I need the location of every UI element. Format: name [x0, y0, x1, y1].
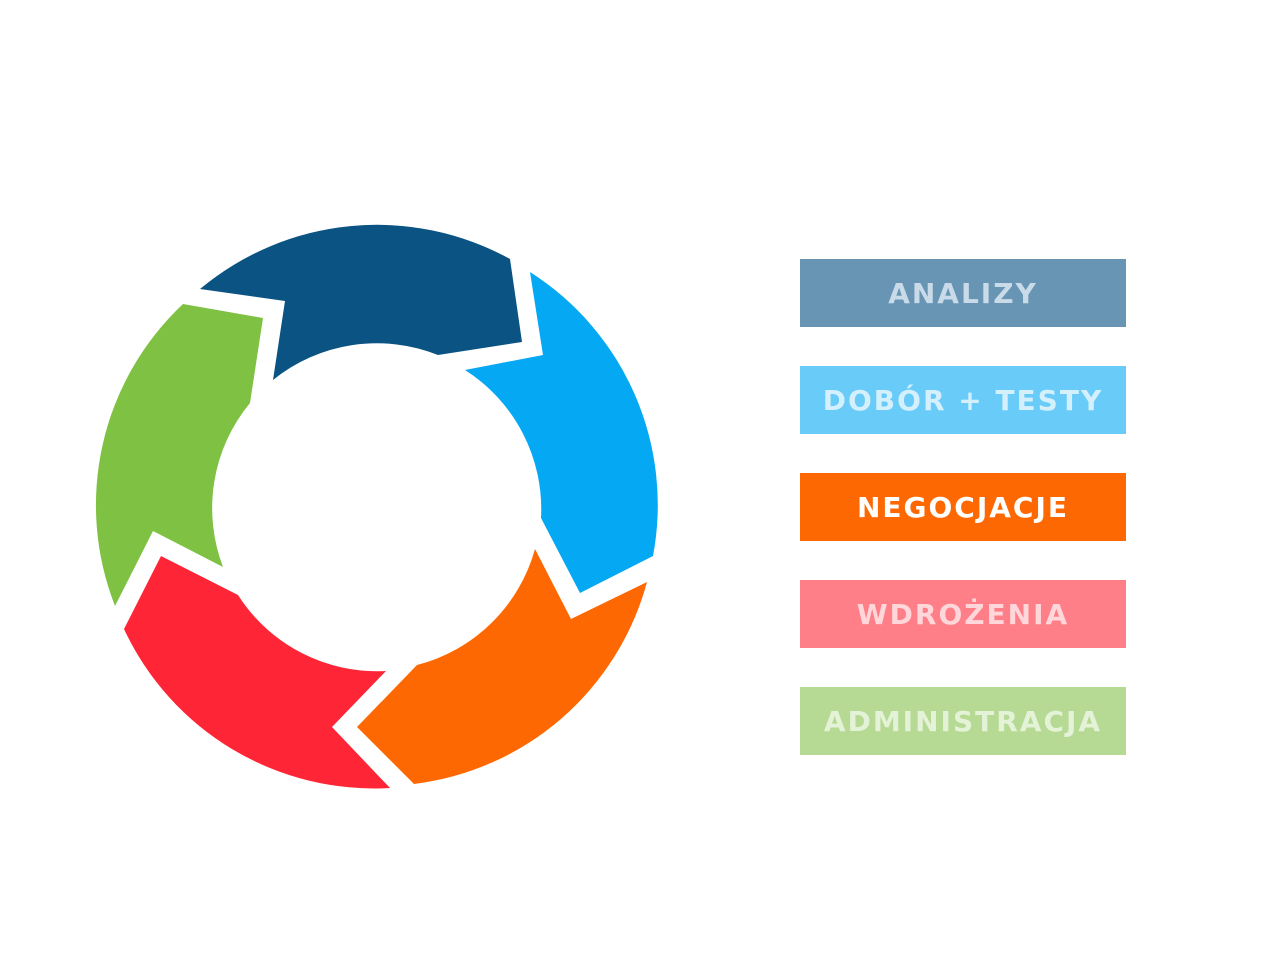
cycle-arrow-dobor-testy: [465, 272, 658, 593]
step-wdrozenia-label: WDROŻENIA: [856, 597, 1070, 631]
step-wdrozenia-box: WDROŻENIA: [800, 580, 1126, 648]
step-analizy-box: ANALIZY: [800, 259, 1126, 327]
cycle-arrow-negocjacje: [357, 549, 647, 784]
step-negocjacje-box: NEGOCJACJE: [800, 473, 1126, 541]
step-administracja-box: ADMINISTRACJA: [800, 687, 1126, 755]
cycle-arrow-administracja: [95, 304, 263, 606]
step-analizy-label: ANALIZY: [888, 276, 1038, 310]
step-dobor-testy-label: DOBÓR + TESTY: [822, 383, 1104, 417]
cycle-arrow-analizy: [200, 224, 522, 380]
cycle-arrow-wdrozenia: [124, 556, 390, 789]
step-dobor-testy-box: DOBÓR + TESTY: [800, 366, 1126, 434]
step-administracja-label: ADMINISTRACJA: [823, 704, 1103, 738]
step-negocjacje-label: NEGOCJACJE: [856, 490, 1070, 524]
